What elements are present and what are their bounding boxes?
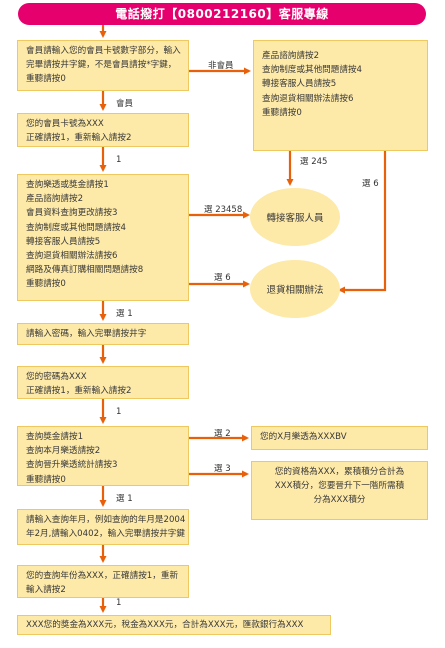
box-line: 查詢樂透或獎金請按1	[26, 180, 109, 190]
ellipse-label: 轉接客服人員	[266, 213, 324, 224]
box-nonmember-menu: 產品諮詢請按2 查詢制度或其他問題請按4 轉接客服人員請按5 查詢退貨相關辦法請…	[253, 40, 428, 151]
ellipse-label: 退貨相關辦法	[266, 285, 324, 296]
box-line: 您的查詢年份為XXX，正確請按1，重新	[26, 571, 179, 581]
box-line: 您的會員卡號為XXX	[26, 119, 104, 129]
box-enter-member-number: 會員請輸入您的會員卡號數字部分，輸入 完畢請按井字鍵，不是會員請按*字鍵， 重聽…	[17, 40, 189, 91]
header-title: 電話撥打【0800212160】客服專線	[115, 7, 329, 21]
label-press-2: 選 2	[214, 429, 231, 439]
box-bonus-menu: 查詢獎金請按1 查詢本月樂透請按2 查詢晉升樂透統計請按3 重聽請按0	[17, 426, 189, 486]
box-line: 查詢退貨相關辦法請按6	[262, 93, 354, 104]
box-line: 重聽請按0	[26, 474, 66, 485]
label-press-1: 選 1	[116, 494, 133, 504]
box-line: 會員資料查詢更改請按3	[26, 208, 118, 219]
label-press-245: 選 245	[300, 157, 328, 167]
box-line: 查詢獎金請按1	[26, 432, 84, 442]
box-line: 完畢請按井字鍵，不是會員請按*字鍵，	[26, 60, 177, 71]
box-line: 重聽請按0	[26, 279, 66, 290]
label-member: 會員	[116, 99, 134, 109]
box-line: 請輸入密碼，輸入完畢請按井字	[26, 329, 147, 339]
header-banner: 電話撥打【0800212160】客服專線	[18, 3, 426, 25]
box-confirm-year: 您的查詢年份為XXX，正確請按1，重新 輸入請按2	[17, 565, 189, 598]
box-line: 轉接客服人員請按5	[26, 236, 101, 247]
box-line: 分為XXX積分	[313, 495, 366, 506]
box-monthly-result: 您的X月樂透為XXXBV	[251, 426, 428, 450]
box-confirm-password: 您的密碼為XXX 正確請按1，重新輸入請按2	[17, 366, 189, 399]
label-one: 1	[116, 598, 122, 608]
ellipse-transfer-agent: 轉接客服人員	[250, 188, 340, 246]
box-line: 查詢制度或其他問題請按4	[262, 65, 362, 76]
box-line: 轉接客服人員請按5	[262, 79, 337, 90]
box-qualification-result: 您的資格為XXX，累積積分合計為 XXX積分，您要晉升下一階所需積 分為XXX積…	[251, 461, 428, 520]
label-press-6-left: 選 6	[214, 273, 231, 283]
box-enter-password: 請輸入密碼，輸入完畢請按井字	[17, 323, 189, 345]
box-line: 正確請按1，重新輸入請按2	[26, 133, 132, 144]
box-bonus-result: XXX您的獎金為XXX元，稅金為XXX元，合計為XXX元，匯款銀行為XXX	[17, 615, 331, 635]
box-line: 您的密碼為XXX	[26, 372, 87, 382]
box-line: 查詢本月樂透請按2	[26, 446, 101, 457]
box-line: 重聽請按0	[262, 107, 302, 118]
box-line: 查詢制度或其他問題請按4	[26, 222, 126, 233]
label-press-6-right: 選 6	[362, 179, 379, 189]
label-press-23458: 選 23458	[204, 205, 243, 215]
box-line: 查詢退貨相關辦法請按6	[26, 251, 118, 262]
box-line: XXX您的獎金為XXX元，稅金為XXX元，合計為XXX元，匯款銀行為XXX	[26, 620, 304, 630]
box-line: 會員請輸入您的會員卡號數字部分，輸入	[26, 46, 181, 56]
box-enter-year-month: 請輸入查詢年月，例如查詢的年月是2004 年2月,請輸入0402，輸入完畢請按井…	[17, 509, 189, 545]
box-line: 重聽請按0	[26, 74, 66, 85]
box-line: 網路及傳真訂購相關問題請按8	[26, 265, 144, 276]
box-confirm-member-number: 您的會員卡號為XXX 正確請按1，重新輸入請按2	[17, 113, 189, 147]
label-one: 1	[116, 407, 122, 417]
box-line: 產品諮詢請按2	[26, 194, 84, 205]
box-line: 查詢晉升樂透統計請按3	[26, 460, 118, 471]
box-line: 請輸入查詢年月，例如查詢的年月是2004	[26, 515, 186, 525]
box-line: 您的X月樂透為XXXBV	[260, 432, 347, 442]
box-line: 年2月,請輸入0402，輸入完畢請按井字鍵	[26, 529, 185, 540]
box-line: 您的資格為XXX，累積積分合計為	[274, 467, 405, 477]
label-press-3: 選 3	[214, 464, 231, 474]
ellipse-return-policy: 退貨相關辦法	[250, 260, 340, 318]
label-nonmember: 非會員	[208, 61, 234, 71]
box-line: 正確請按1，重新輸入請按2	[26, 386, 132, 397]
box-line: XXX積分，您要晉升下一階所需積	[274, 481, 405, 492]
arrow-r1-returns	[338, 151, 387, 294]
box-line: 產品諮詢請按2	[262, 51, 320, 61]
label-press-1: 選 1	[116, 309, 133, 319]
box-line: 輸入請按2	[26, 585, 66, 596]
label-one: 1	[116, 155, 122, 165]
box-main-menu: 查詢樂透或獎金請按1 產品諮詢請按2 會員資料查詢更改請按3 查詢制度或其他問題…	[17, 174, 189, 301]
